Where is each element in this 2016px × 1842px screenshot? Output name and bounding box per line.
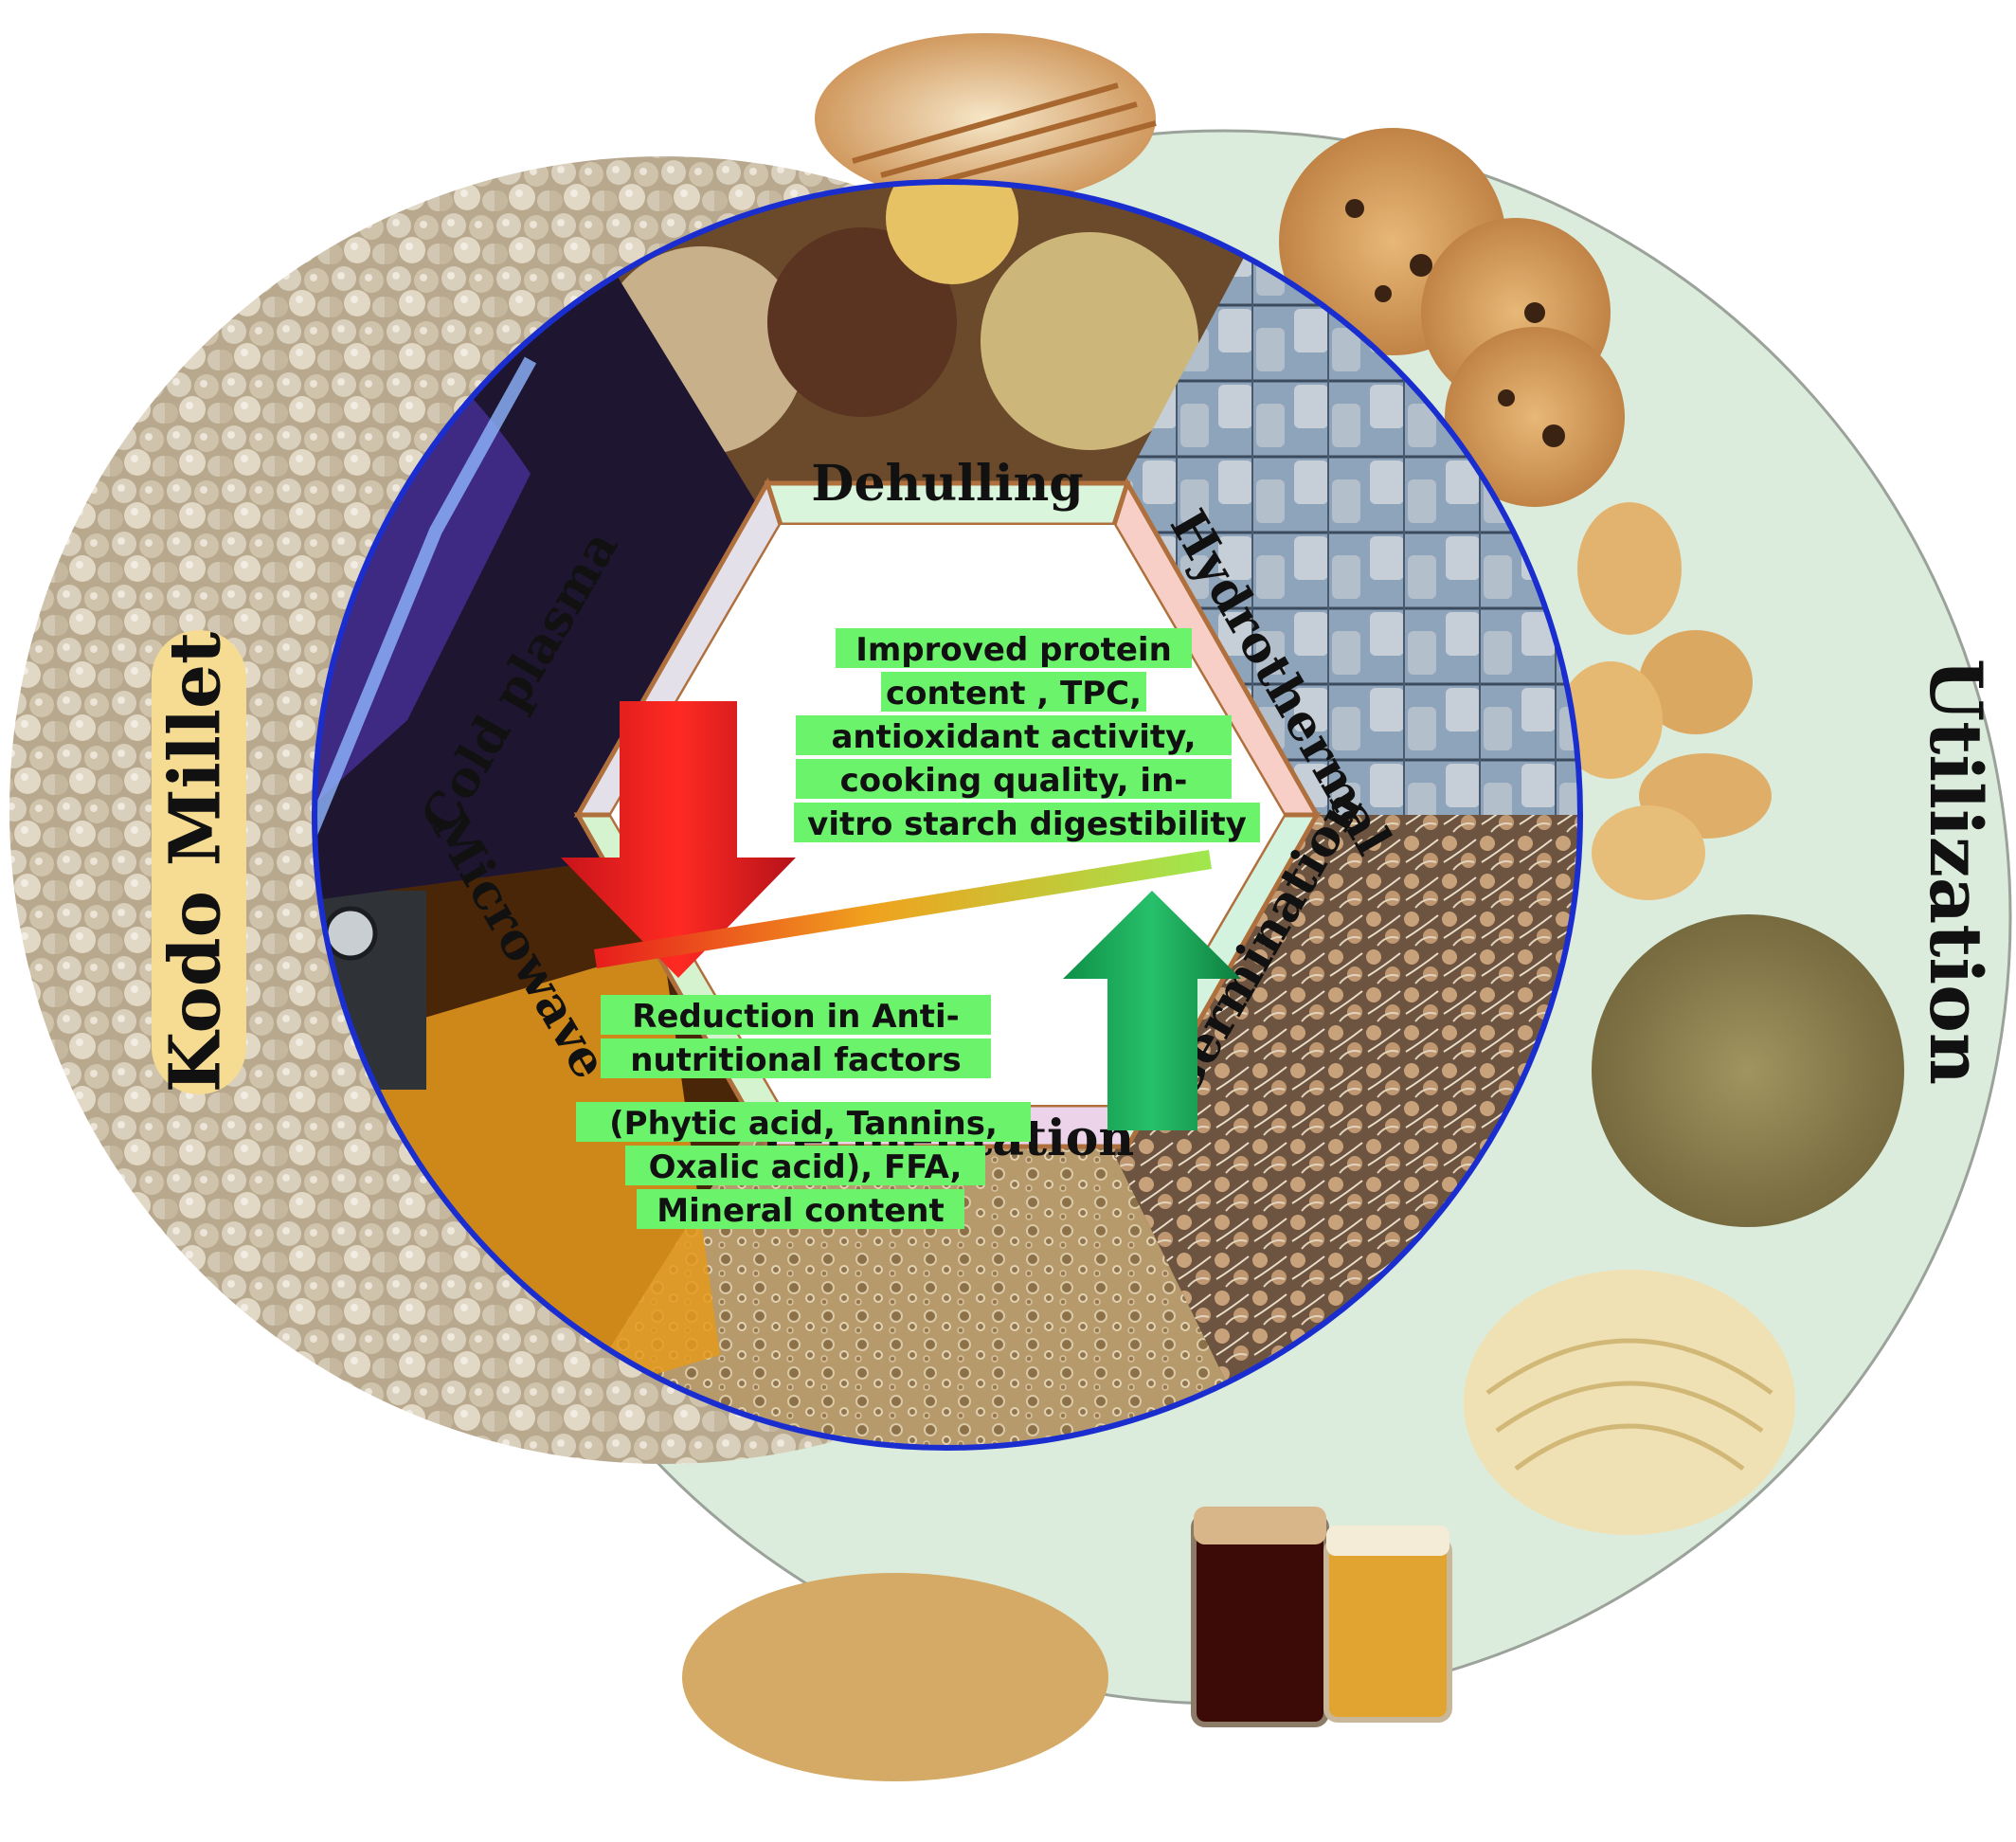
utilization-title: Utilization bbox=[1914, 659, 1998, 1085]
reduced-effects-text: Reduction in Anti- nutritional factors (… bbox=[576, 995, 1031, 1230]
improved-line-1: Improved protein bbox=[855, 631, 1172, 669]
processing-ring bbox=[312, 179, 1583, 1451]
improved-line-5: vitro starch digestibility bbox=[807, 805, 1247, 843]
puffs-image bbox=[1558, 502, 1772, 900]
cookies-image bbox=[1279, 128, 1625, 507]
reduced-line-2: nutritional factors bbox=[630, 1041, 962, 1079]
noodles-image bbox=[1464, 1270, 1795, 1535]
improved-line-4: cooking quality, in- bbox=[840, 762, 1188, 800]
decrease-arrow bbox=[561, 701, 796, 978]
kodo-millet-title: Kodo Millet bbox=[155, 632, 237, 1093]
beer-image bbox=[1191, 1507, 1452, 1727]
improved-line-2: content , TPC, bbox=[886, 675, 1142, 713]
reduced-line-1: Reduction in Anti- bbox=[632, 998, 959, 1036]
label-dehulling: Dehulling bbox=[811, 455, 1083, 513]
improved-effects-text: Improved protein content , TPC, antioxid… bbox=[794, 628, 1260, 843]
improved-line-3: antioxidant activity, bbox=[831, 718, 1196, 756]
porridge-image bbox=[1592, 914, 1904, 1227]
change-ramp bbox=[594, 850, 1212, 968]
bread-image bbox=[815, 33, 1157, 204]
reduced-detail-2: Oxalic acid), FFA, bbox=[649, 1148, 963, 1186]
reduced-detail-1: (Phytic acid, Tannins, bbox=[609, 1105, 998, 1143]
increase-arrow bbox=[1063, 891, 1241, 1130]
reduced-detail-3: Mineral content bbox=[657, 1192, 944, 1230]
kodo-millet-label: Kodo Millet bbox=[152, 630, 246, 1094]
flakes-image bbox=[682, 1573, 1108, 1781]
